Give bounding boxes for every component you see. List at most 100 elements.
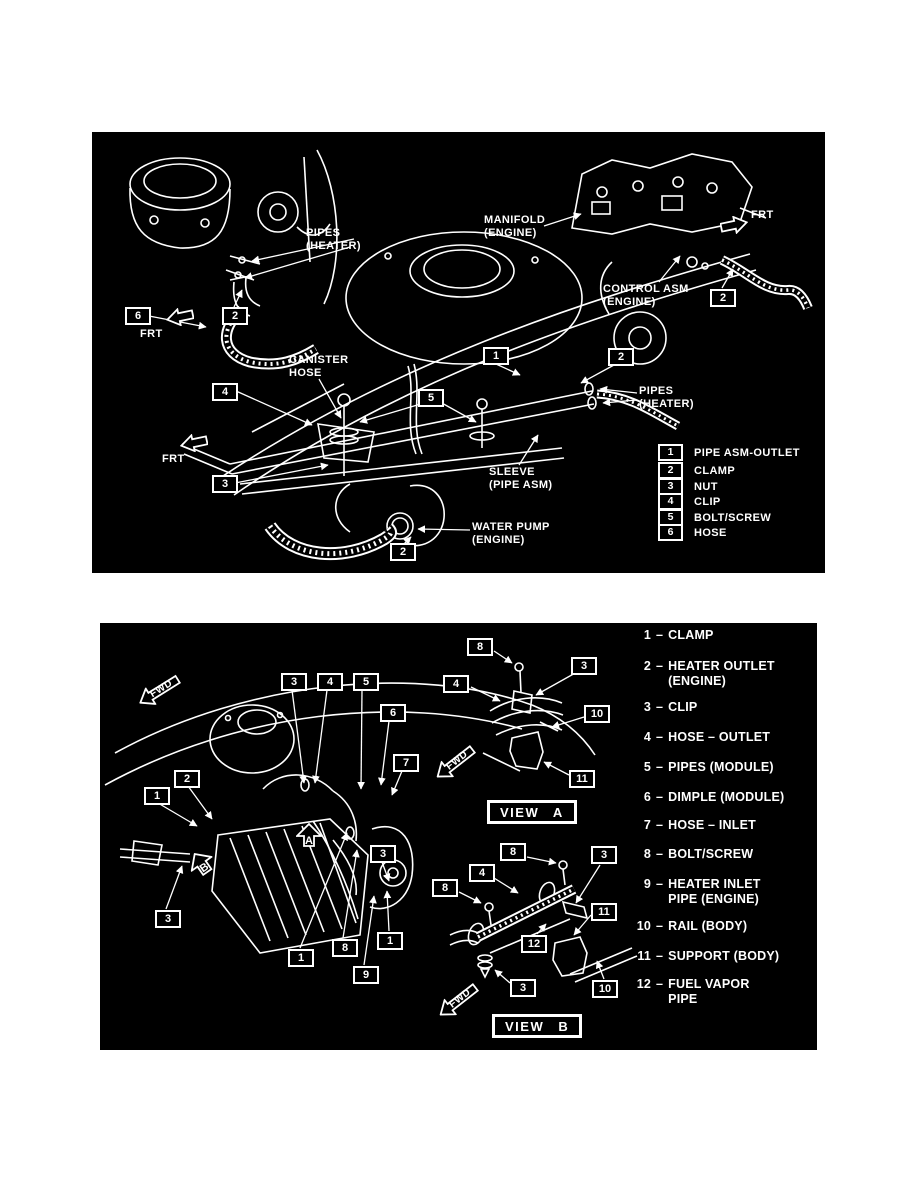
- legend-label: PIPES (MODULE): [668, 760, 774, 774]
- legend-key-box: 2: [658, 462, 683, 479]
- fwd-arrow-icon: FWD: [134, 670, 184, 711]
- callout-box: 2: [710, 289, 736, 307]
- callout-box: 2: [608, 348, 634, 366]
- callout-box: 2: [174, 770, 200, 788]
- label-canister-hose: CANISTER HOSE: [289, 354, 349, 379]
- legend-dash: –: [656, 790, 664, 804]
- legend-key-box: 4: [658, 493, 683, 510]
- callout-box: 2: [390, 543, 416, 561]
- frt-arrow-icon: [719, 215, 749, 239]
- legend-dash: –: [656, 818, 664, 832]
- top-diagram-art: [129, 149, 813, 561]
- legend-label: FUEL VAPOR PIPE: [668, 977, 750, 1006]
- legend-label: BOLT/SCREW: [668, 847, 754, 861]
- legend-label: CLIP: [668, 700, 698, 714]
- legend-row: 12 – FUEL VAPOR PIPE: [631, 977, 750, 1007]
- legend-label: CLAMP: [668, 628, 714, 642]
- legend-row: 3 – CLIP: [631, 700, 697, 715]
- legend-row: 5 – PIPES (MODULE): [631, 760, 774, 775]
- callout-box: 1: [288, 949, 314, 967]
- legend-row: 1 PIPE ASM-OUTLET: [658, 444, 800, 461]
- legend-label: RAIL (BODY): [668, 919, 748, 933]
- frt-label: FRT: [140, 328, 163, 340]
- callout-box: 8: [332, 939, 358, 957]
- callout-box: 11: [591, 903, 617, 921]
- legend-number: 10: [636, 919, 651, 933]
- legend-dash: –: [656, 730, 664, 744]
- legend-label: SUPPORT (BODY): [668, 949, 780, 963]
- legend-dash: –: [656, 628, 664, 642]
- fwd-arrow-icon: FWD: [431, 741, 480, 785]
- legend-row: 5 BOLT/SCREW: [658, 509, 771, 526]
- bottom-diagram-art: [104, 650, 638, 984]
- legend-row: 4 – HOSE – OUTLET: [631, 730, 770, 745]
- legend-label: BOLT/SCREW: [694, 511, 772, 524]
- label-pipes-heater-upper: PIPES (HEATER): [306, 227, 361, 252]
- legend-label: CLAMP: [694, 464, 736, 477]
- legend-row: 11 – SUPPORT (BODY): [631, 949, 779, 964]
- legend-label: HOSE – OUTLET: [668, 730, 771, 744]
- callout-box: 2: [222, 307, 248, 325]
- callout-box: 4: [317, 673, 343, 691]
- legend-dash: –: [656, 659, 664, 673]
- legend-row: 6 – DIMPLE (MODULE): [631, 790, 784, 805]
- callout-box: 3: [155, 910, 181, 928]
- legend-key-box: 1: [658, 444, 683, 461]
- label-water-pump: WATER PUMP (ENGINE): [472, 521, 550, 546]
- frt-arrow-icon: [179, 433, 209, 457]
- callout-box: 8: [500, 843, 526, 861]
- legend-label: CLIP: [694, 495, 721, 508]
- view-a-label: VIEW A: [487, 800, 577, 824]
- frt-label: FRT: [162, 453, 185, 465]
- bottom-diagram-panel: FWD FWD FWD A B VIEW A VIEW B 3 4 5 6 7 …: [100, 623, 817, 1050]
- callout-box: 7: [393, 754, 419, 772]
- legend-label: HEATER OUTLET (ENGINE): [668, 659, 775, 688]
- view-b-label: VIEW B: [492, 1014, 583, 1038]
- callout-box: 3: [571, 657, 597, 675]
- callout-box: 4: [212, 383, 238, 401]
- callout-box: 1: [144, 787, 170, 805]
- location-marker-b: B: [183, 846, 218, 881]
- callout-box: 3: [212, 475, 238, 493]
- callout-box: 9: [353, 966, 379, 984]
- legend-number: 8: [643, 847, 651, 861]
- label-control-asm: CONTROL ASM (ENGINE): [603, 283, 689, 308]
- legend-key-box: 6: [658, 524, 683, 541]
- callout-box: 3: [281, 673, 307, 691]
- callout-box: 6: [125, 307, 151, 325]
- legend-row: 10 – RAIL (BODY): [631, 919, 747, 934]
- frt-arrow-icon: [165, 307, 195, 331]
- callout-box: 4: [469, 864, 495, 882]
- legend-row: 7 – HOSE – INLET: [631, 818, 756, 833]
- legend-label: NUT: [694, 480, 718, 493]
- fwd-arrow-icon: FWD: [434, 979, 483, 1023]
- label-pipes-heater-right: PIPES (HEATER): [639, 385, 694, 410]
- callout-box: 5: [418, 389, 444, 407]
- legend-label: HOSE – INLET: [668, 818, 756, 832]
- legend-dash: –: [656, 877, 664, 891]
- legend-row: 9 – HEATER INLET PIPE (ENGINE): [631, 877, 761, 907]
- callout-box: 4: [443, 675, 469, 693]
- location-marker-a: A: [294, 822, 324, 847]
- legend-row: 2 CLAMP: [658, 462, 735, 479]
- legend-number: 7: [643, 818, 651, 832]
- callout-box: 5: [353, 673, 379, 691]
- callout-box: 1: [377, 932, 403, 950]
- frt-label: FRT: [751, 209, 774, 221]
- legend-dash: –: [656, 847, 664, 861]
- legend-row: 8 – BOLT/SCREW: [631, 847, 753, 862]
- callout-box: 3: [370, 845, 396, 863]
- callout-box: 6: [380, 704, 406, 722]
- legend-dash: –: [656, 919, 664, 933]
- callout-box: 1: [483, 347, 509, 365]
- legend-label: DIMPLE (MODULE): [668, 790, 785, 804]
- callout-box: 11: [569, 770, 595, 788]
- legend-number: 1: [643, 628, 651, 642]
- label-sleeve: SLEEVE (PIPE ASM): [489, 466, 553, 491]
- callout-box: 12: [521, 935, 547, 953]
- legend-number: 3: [643, 700, 651, 714]
- legend-label: HEATER INLET PIPE (ENGINE): [668, 877, 761, 906]
- legend-number: 5: [643, 760, 651, 774]
- callout-box: 3: [591, 846, 617, 864]
